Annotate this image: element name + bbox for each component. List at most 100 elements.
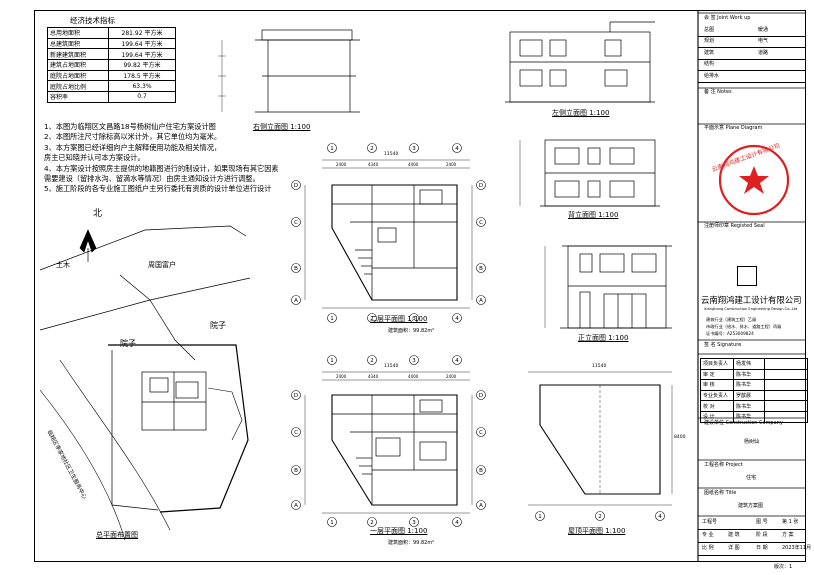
client-name: 杨树仙 (744, 439, 760, 445)
econ-table-title: 经济技术指标 (70, 16, 115, 25)
roof-plan-title: 屋顶平面图 1:100 (568, 527, 626, 535)
site-label-tumu: 土木 (56, 261, 70, 269)
econ-label: 庭院占地面积 (47, 69, 109, 82)
reg-header: 注册师印章 Registed Seal (704, 223, 765, 229)
plan-header: 平面示意 Plane Diagram (704, 125, 763, 131)
title-block-cell: 工程号 (702, 519, 718, 525)
signature-row: 校 对陈书华 (700, 400, 808, 412)
project-name: 住宅 (746, 475, 757, 481)
signature-handwritten (764, 389, 808, 402)
title-block-cell: 专 业 (702, 532, 714, 538)
jointwork-divider (698, 47, 805, 49)
floor1-dim-total: 11540 (384, 364, 399, 369)
signature-role: 审 核 (700, 379, 734, 391)
dimension-label: 4340 (368, 374, 379, 379)
jointwork-cell: 总图 (704, 27, 715, 33)
construction-header: 建设单位 Construction Company (704, 420, 783, 426)
signature-row: 专业负责人罗歆晨 (700, 389, 808, 402)
econ-value: 0.7 (108, 91, 176, 103)
jointwork-divider (698, 70, 805, 72)
dimension-label: 4340 (368, 162, 379, 167)
title-block-cell: 图 号 (756, 519, 768, 525)
left-elevation-title: 左侧立面图 1:100 (552, 109, 610, 117)
jointwork-cell: 电气 (758, 38, 769, 45)
jointwork-divider (698, 58, 805, 60)
econ-label: 建筑占地面积 (47, 59, 109, 71)
jointwork-cell: 结构 (704, 61, 715, 68)
signature-name: 陈书华 (733, 400, 765, 412)
title-block-cell: 第 1 张 (782, 519, 799, 525)
dimension-label: 4400 (408, 162, 419, 167)
dimension-label: 2400 (446, 162, 457, 167)
site-label-courtyard-2: 院子 (120, 339, 136, 348)
note-line: 需要建设（留排水沟、留滴水等情况）由房主通知设计方进行调整。 (44, 174, 260, 184)
company-logo (737, 266, 757, 286)
econ-value: 178.5 平方米 (108, 69, 176, 82)
jointwork-cell: 建筑 (704, 49, 715, 56)
company-name-en: Xianghong Construction Engineering Desig… (704, 307, 798, 311)
signature-table: 项目负责人杨发伟审 定陈书华审 核陈书华专业负责人罗歆晨校 对陈书华设 计陈书华 (700, 358, 808, 423)
jointwork-cell: 规划 (704, 38, 715, 45)
econ-label: 新建建筑面积 (47, 48, 109, 61)
site-plan-title: 总平面布置图 (96, 531, 138, 539)
econ-value: 199.64 平方米 (108, 48, 176, 61)
floor2-area: 建筑面积：99.82m² (388, 328, 435, 334)
title-block-cell: 建 筑 (728, 532, 740, 538)
econ-value: 63.3% (108, 80, 176, 93)
title-block-cell: 2023年11月 (782, 545, 812, 551)
project-header: 工程名称 Project (704, 462, 743, 468)
cert-line-2: 市政行业（给水、排水、道路工程）丙级 (706, 324, 782, 329)
cert-line-1: 建筑行业（建筑工程）乙级 (706, 317, 757, 322)
signature-row: 审 定陈书华 (700, 368, 808, 381)
note-line: 2、本图所注尺寸除标高以米计外，其它单位均为毫米。 (44, 132, 222, 142)
title-block-divider (698, 542, 805, 543)
econ-value: 281.92 平方米 (108, 27, 176, 39)
floor1-area: 建筑面积：99.82m² (388, 540, 435, 546)
roof-side-dim: 8400 (674, 435, 686, 440)
title-block-cell: 详 图 (728, 545, 740, 551)
dimension-label: 4400 (408, 374, 419, 379)
signature-name: 陈书华 (733, 379, 765, 391)
econ-value: 199.64 平方米 (108, 37, 176, 50)
econ-label: 庭院占地比例 (47, 80, 109, 93)
note-line: 4、本方案设计按照房主提供的地籍图进行的制设计，如果现场有其它因素 (44, 163, 279, 173)
note-line: 1、本图为临翔区文昌路18号杨树仙户住宅方案设计图 (44, 122, 216, 131)
title-block-cell: 方 案 (782, 532, 794, 538)
site-label-courtyard-1: 院子 (210, 321, 226, 330)
jointwork-cell: 给排水 (704, 72, 720, 79)
site-label-neighbor: 周国富户 (148, 261, 176, 269)
note-line: 房主已知晓并认可本方案设计。 (44, 153, 145, 163)
front-elevation-title: 正立面图 1:100 (578, 334, 629, 342)
roof-dim: 11540 (592, 364, 607, 369)
econ-value: 99.82 平方米 (108, 59, 176, 71)
floor2-title: 二层平面图 1:100 (370, 315, 428, 323)
signature-role: 校 对 (700, 400, 734, 412)
signature-role: 专业负责人 (700, 389, 734, 402)
dimension-label: 2400 (336, 162, 347, 167)
floor1-title: 一层平面图 1:100 (370, 527, 428, 535)
title-block-cell: 日 期 (756, 545, 768, 551)
title-block-cell: 阶 段 (756, 532, 768, 538)
remarks-header: 备 注 Notes (704, 89, 732, 95)
econ-label: 总建筑面积 (47, 37, 109, 50)
note-line: 5、施工阶段的各专业施工图纸户主另行委托有资质的设计单位进行设计 (44, 184, 272, 194)
drawing-sheet-border (34, 10, 806, 562)
site-north-label: 北 (93, 209, 103, 219)
title-block-divider (698, 555, 805, 556)
signature-row: 审 核陈书华 (700, 379, 808, 391)
signature-header: 签 名 Signature (704, 342, 742, 348)
jointwork-header: 会 签 Joint Work up (704, 15, 751, 21)
signature-role: 审 定 (700, 368, 734, 381)
drawing-title-header: 图纸名称 Title (704, 490, 737, 496)
signature-handwritten (764, 358, 808, 370)
jointwork-divider (698, 36, 805, 37)
right-elevation-title: 右侧立面图 1:100 (253, 123, 311, 131)
econ-label: 总用地面积 (47, 27, 109, 39)
